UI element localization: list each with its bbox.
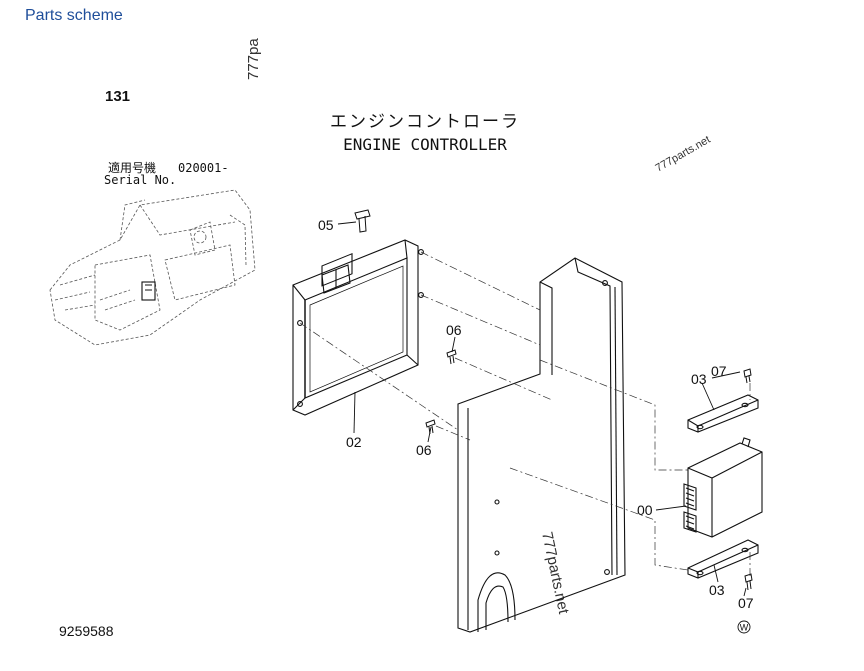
callout-02: 02 — [346, 434, 362, 450]
controller-housing — [292, 239, 424, 416]
screw-06-upper — [446, 349, 457, 365]
ecu-unit — [683, 437, 763, 538]
screw-07-lower — [744, 573, 753, 591]
watermark-right: 777parts.net — [654, 134, 713, 175]
serial-label-en: Serial No. — [104, 173, 176, 187]
callout-00: 00 — [637, 502, 653, 518]
page-number: 131 — [105, 88, 130, 105]
leader-lines — [337, 221, 747, 597]
drawing-number: 9259588 — [59, 623, 114, 639]
parts-scheme-link[interactable]: Parts scheme — [25, 7, 123, 24]
callout-07-upper: 07 — [711, 363, 727, 379]
excavator-highlight — [141, 281, 156, 301]
screw-06-lower — [425, 419, 436, 435]
watermark-center: 777parts.net — [538, 530, 572, 616]
watermark-top: 777pa — [245, 38, 262, 80]
serial-label-jp: 適用号機 — [108, 160, 156, 175]
callout-03-lower: 03 — [709, 582, 725, 598]
callout-06-lower: 06 — [416, 442, 432, 458]
title-japanese: エンジンコントローラ — [330, 112, 520, 132]
callout-05: 05 — [318, 217, 334, 233]
callout-03-upper: 03 — [691, 371, 707, 387]
mark-circle — [737, 620, 751, 634]
callout-06-upper: 06 — [446, 322, 462, 338]
bolt-05 — [354, 209, 371, 233]
excavator-location-sketch — [49, 189, 256, 346]
bracket-03-lower — [687, 539, 759, 579]
assembly-lines — [299, 251, 751, 576]
serial-value: 020001- — [178, 161, 229, 175]
bracket-03-upper — [687, 394, 759, 433]
callout-07-lower: 07 — [738, 595, 754, 611]
title-english: ENGINE CONTROLLER — [343, 135, 507, 154]
screw-07-upper — [743, 368, 752, 384]
mounting-plate — [457, 257, 626, 633]
mark-letter: W — [740, 623, 749, 633]
